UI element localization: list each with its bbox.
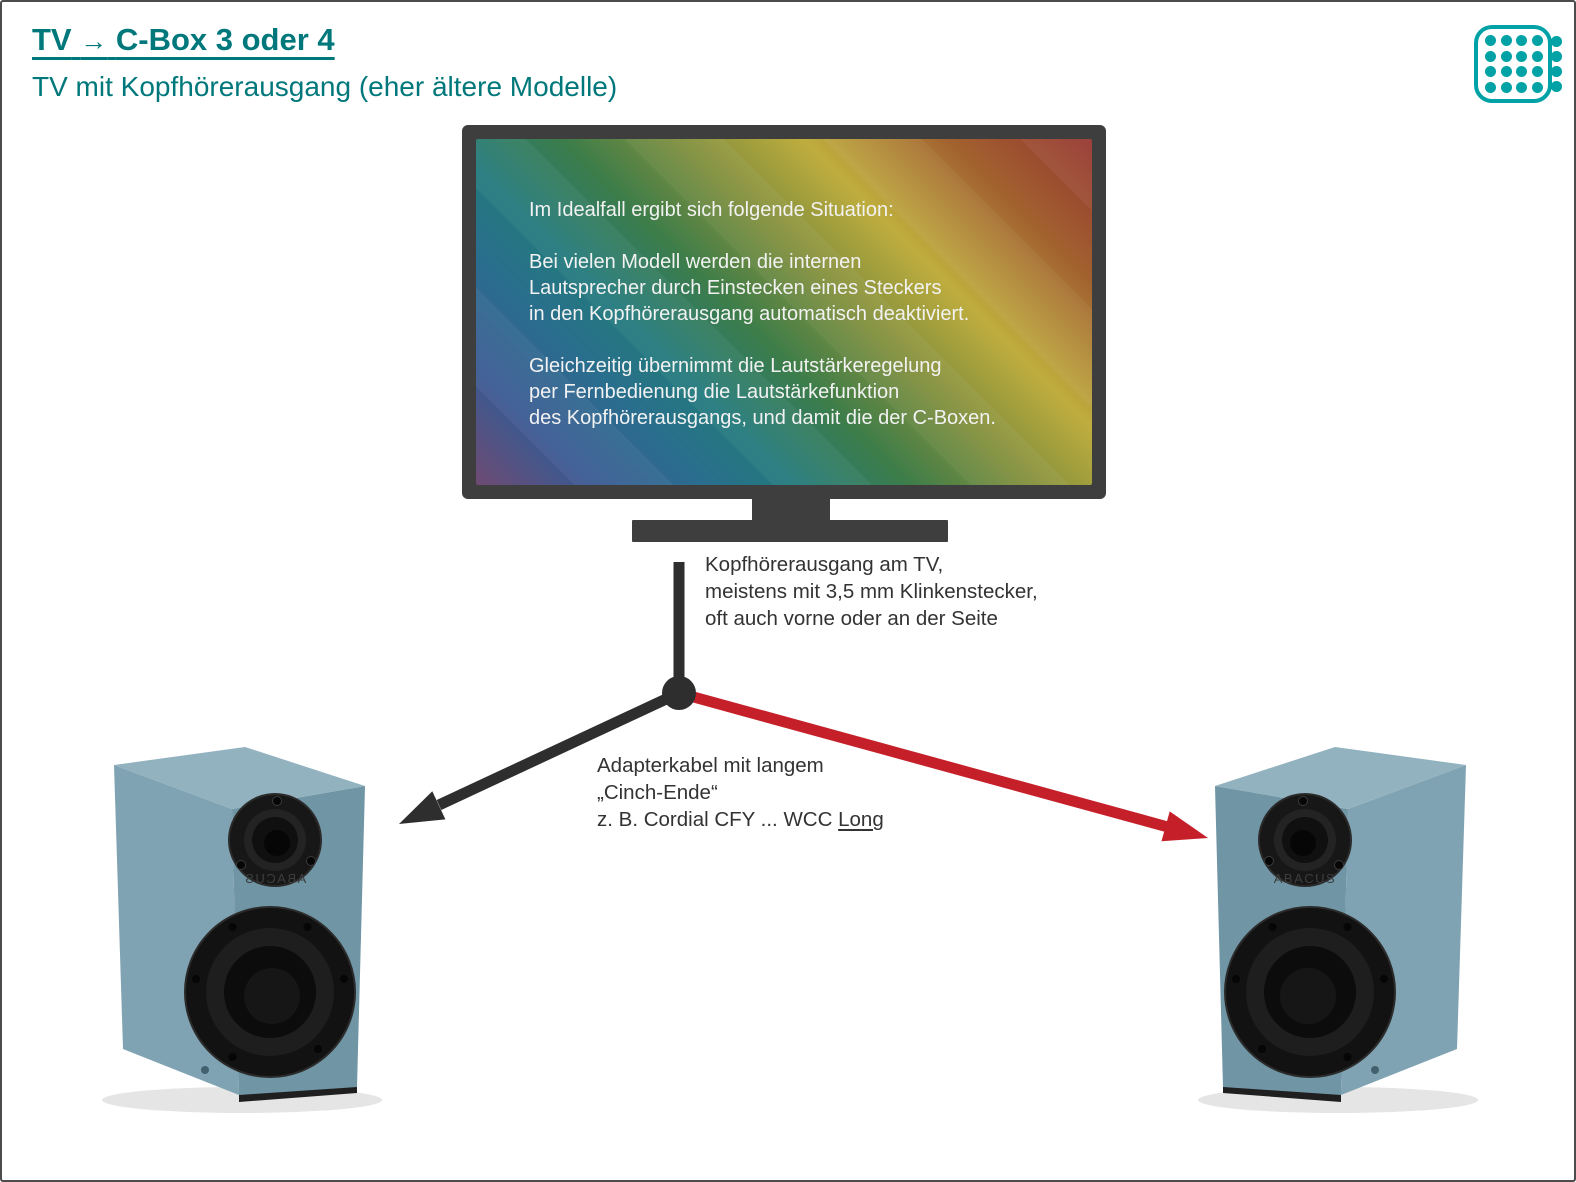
note-line-prefix: z. B. Cordial CFY ... WCC bbox=[597, 808, 839, 831]
left-speaker: ABACUS bbox=[102, 747, 382, 1113]
note-line: Kopfhörerausgang am TV, bbox=[705, 553, 944, 576]
right-speaker-tweeter: ABACUS bbox=[1258, 793, 1352, 887]
logo-dot bbox=[1550, 36, 1562, 47]
logo-dot bbox=[1485, 35, 1496, 47]
tv-text-line: des Kopfhörerausgangs, und damit die der… bbox=[529, 407, 996, 429]
tv-text-line: Bei vielen Modell werden die internen bbox=[529, 251, 862, 273]
left-speaker-screw bbox=[201, 1066, 209, 1074]
left-speaker-woofer bbox=[184, 906, 356, 1078]
tv-text-line: in den Kopfhörerausgang automatisch deak… bbox=[529, 303, 970, 325]
right-speaker-woofer bbox=[1224, 906, 1396, 1078]
right-speaker-screw bbox=[1371, 1066, 1379, 1074]
tv-screen: Im Idealfall ergibt sich folgende Situat… bbox=[476, 139, 1092, 485]
cable-model-underlined: Long bbox=[838, 808, 884, 831]
left-cinch-cable-arrow bbox=[399, 688, 682, 824]
page-subtitle: TV mit Kopfhörerausgang (eher ältere Mod… bbox=[32, 71, 618, 102]
logo-dot bbox=[1550, 81, 1562, 92]
logo-dot bbox=[1500, 35, 1512, 47]
logo-dot bbox=[1500, 50, 1512, 62]
tv-stand-base bbox=[632, 520, 948, 542]
logo-dot bbox=[1516, 35, 1527, 47]
logo-dot bbox=[1531, 50, 1543, 62]
logo-dot bbox=[1531, 81, 1543, 93]
logo-dot bbox=[1516, 50, 1527, 62]
tv-text-line: Gleichzeitig übernimmt die Lautstärkereg… bbox=[529, 355, 942, 377]
right-speaker-brand-label: ABACUS bbox=[1274, 871, 1336, 886]
right-speaker: ABACUS bbox=[1198, 747, 1478, 1113]
right-arrow-glyph: → bbox=[80, 26, 108, 56]
logo-dot bbox=[1485, 81, 1496, 93]
note-line: meistens mit 3,5 mm Klinkenstecker, bbox=[705, 580, 1038, 603]
tv-text-line: Im Idealfall ergibt sich folgende Situat… bbox=[529, 199, 894, 221]
logo-dot bbox=[1531, 35, 1543, 47]
right-cinch-cable-arrow bbox=[677, 687, 1208, 842]
left-speaker-top-panel bbox=[114, 747, 365, 809]
tv: Im Idealfall ergibt sich folgende Situat… bbox=[462, 125, 1106, 542]
note-line: oft auch vorne oder an der Seite bbox=[705, 607, 998, 630]
logo-dot bbox=[1485, 50, 1496, 62]
abacus-logo-icon bbox=[1474, 25, 1562, 103]
title-tv-label: TV bbox=[32, 22, 72, 57]
tv-text-line: Lautsprecher durch Einstecken eines Stec… bbox=[529, 277, 942, 299]
headphone-output-note: Kopfhörerausgang am TV, meistens mit 3,5… bbox=[705, 551, 1038, 632]
title-model-label: C-Box 3 oder 4 bbox=[115, 22, 335, 57]
cable-junction-dot bbox=[662, 676, 696, 710]
logo-dot-grid bbox=[1478, 29, 1547, 99]
left-speaker-tweeter: ABACUS bbox=[228, 793, 322, 887]
right-speaker-top-panel bbox=[1215, 747, 1466, 809]
logo-dot bbox=[1485, 66, 1496, 78]
logo-dot bbox=[1500, 66, 1512, 78]
note-line: z. B. Cordial CFY ... WCC Long bbox=[597, 806, 884, 833]
note-line: „Cinch-Ende“ bbox=[597, 781, 718, 804]
note-line: Adapterkabel mit langem bbox=[597, 754, 824, 777]
logo-dot bbox=[1516, 81, 1527, 93]
adapter-cable-note: Adapterkabel mit langem „Cinch-Ende“ z. … bbox=[597, 752, 884, 833]
tv-text-line: per Fernbedienung die Lautstärkefunktion bbox=[529, 381, 900, 403]
header: TV → C-Box 3 oder 4 TV mit Kopfhörerausg… bbox=[32, 22, 617, 103]
logo-dot bbox=[1516, 66, 1527, 78]
page-title: TV → C-Box 3 oder 4 bbox=[32, 22, 617, 58]
logo-dot bbox=[1500, 81, 1512, 93]
tv-stand-neck bbox=[752, 499, 830, 521]
logo-dot bbox=[1550, 66, 1562, 77]
tv-screen-text: Im Idealfall ergibt sich folgende Situat… bbox=[529, 197, 996, 431]
logo-dot-column bbox=[1547, 29, 1566, 99]
logo-dot bbox=[1531, 66, 1543, 78]
left-speaker-brand-label-mirrored: ABACUS bbox=[244, 871, 306, 886]
logo-dot bbox=[1550, 51, 1562, 62]
